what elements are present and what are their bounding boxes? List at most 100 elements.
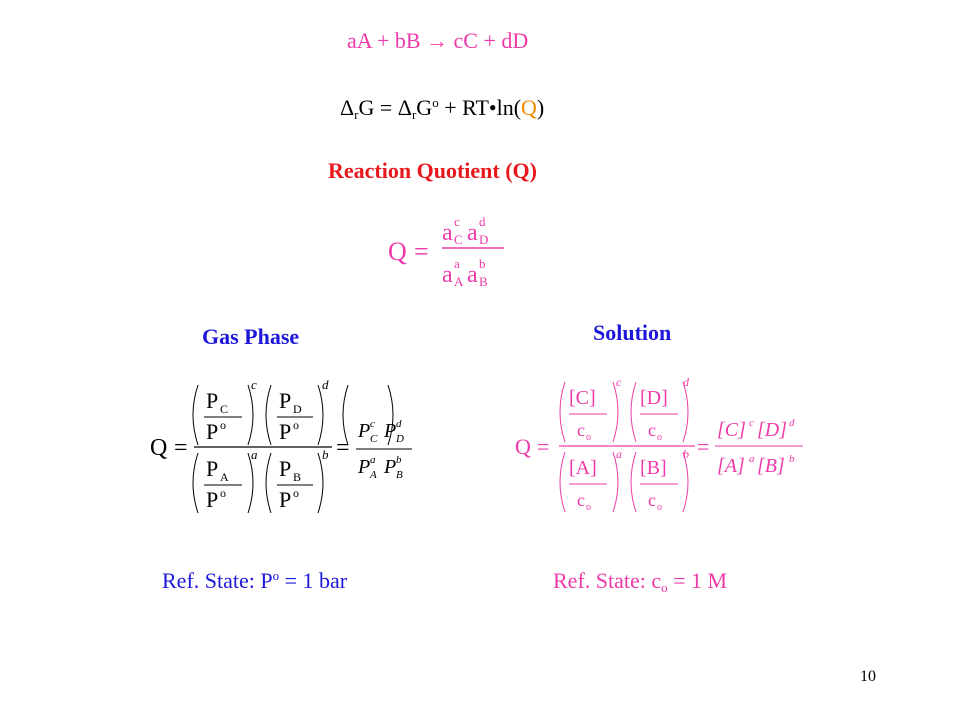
gibbs-equation: ΔrG = ΔrGo + RT•ln(Q) [340,95,544,123]
svg-text:=: = [336,435,350,461]
gibbs-standard: G [416,95,433,120]
svg-text:c: c [616,375,622,389]
svg-text:a: a [749,453,755,465]
svg-text:[B]: [B] [640,457,667,479]
svg-text:d: d [479,214,486,229]
svg-text:P: P [206,456,218,481]
svg-text:c: c [251,377,257,392]
solution-ref-prefix: Ref. State: c [553,568,662,593]
svg-text:d: d [396,418,402,430]
svg-text:b: b [479,256,486,271]
svg-text:c: c [577,490,585,510]
svg-text:o: o [293,486,299,500]
q-symbol: Q [521,95,537,120]
svg-text:A: A [369,469,377,481]
svg-text:P: P [279,419,291,444]
svg-text:P: P [206,419,218,444]
solution-ref-subscript: o [661,580,668,595]
q-symbol: Q [388,237,407,266]
gas-reference-state: Ref. State: Po = 1 bar [162,568,347,594]
svg-text:Q: Q [150,435,167,461]
svg-text:D: D [293,402,302,416]
svg-text:P: P [279,456,291,481]
svg-text:o: o [586,432,591,443]
svg-text:B: B [396,469,403,481]
svg-text:a: a [251,447,258,462]
subscript-r: r [411,107,417,122]
delta-symbol: Δ [340,95,355,120]
svg-text:c: c [648,490,656,510]
gas-phase-heading: Gas Phase [202,324,300,349]
svg-text:o: o [293,418,299,432]
svg-text:d: d [789,417,795,429]
svg-text:P: P [279,487,291,512]
svg-text:=: = [174,435,188,461]
solution-reference-state: Ref. State: co = 1 M [553,568,727,596]
gibbs-rt-term: + RT•ln( [438,95,522,120]
svg-text:c: c [370,418,375,430]
svg-text:=: = [697,434,709,459]
svg-text:o: o [220,486,226,500]
svg-text:o: o [220,418,226,432]
svg-text:a: a [467,262,478,288]
svg-text:A: A [220,470,229,484]
svg-text:o: o [657,432,662,443]
page-number: 10 [860,668,876,685]
subscript-r: r [354,107,359,122]
svg-text:a: a [442,220,453,246]
gibbs-lhs: G = [358,95,398,120]
svg-text:c: c [749,417,754,429]
svg-text:P: P [206,487,218,512]
svg-text:o: o [657,502,662,513]
svg-text:C: C [220,402,228,416]
svg-text:[B]: [B] [757,455,785,477]
svg-text:A: A [454,274,464,289]
svg-text:c: c [454,214,460,229]
svg-text:a: a [616,447,622,461]
svg-text:[A]: [A] [569,457,597,479]
svg-text:B: B [479,274,488,289]
svg-text:c: c [577,420,585,440]
svg-text:b: b [683,447,689,461]
svg-text:a: a [467,220,478,246]
svg-text:Q: Q [515,434,531,459]
svg-text:=: = [537,434,549,459]
gas-ref-superscript: o [272,568,280,583]
svg-text:[D]: [D] [757,419,787,441]
svg-text:P: P [279,388,291,413]
reaction-quotient-heading: Reaction Quotient (Q) [328,158,537,183]
svg-text:D: D [395,433,404,445]
svg-text:b: b [789,453,795,465]
svg-text:a: a [370,454,376,466]
svg-text:P: P [383,420,396,442]
svg-text:[A]: [A] [717,455,745,477]
svg-text:[D]: [D] [640,387,668,409]
svg-text:B: B [293,470,301,484]
svg-text:o: o [586,502,591,513]
svg-text:P: P [383,456,396,478]
activity-quotient-formula: Q = a c C a d D a a A a b B [388,214,504,289]
svg-text:a: a [454,256,460,271]
superscript-o: o [432,95,439,110]
gas-ref-prefix: Ref. State: P [162,568,273,593]
svg-text:d: d [683,375,690,389]
svg-text:P: P [206,388,218,413]
svg-text:D: D [479,232,488,247]
equals-sign: = [414,237,429,266]
svg-text:c: c [648,420,656,440]
svg-text:d: d [322,377,329,392]
svg-text:[C]: [C] [569,387,596,409]
gibbs-close-paren: ) [536,95,545,120]
solution-ref-suffix: = 1 M [667,568,728,593]
gas-ref-suffix: = 1 bar [279,568,348,593]
delta-symbol: Δ [397,95,412,120]
svg-text:a: a [442,262,453,288]
svg-text:P: P [357,456,370,478]
solution-heading: Solution [593,320,672,345]
svg-text:C: C [370,433,378,445]
svg-text:C: C [454,232,463,247]
svg-text:b: b [396,454,402,466]
svg-text:b: b [322,447,329,462]
